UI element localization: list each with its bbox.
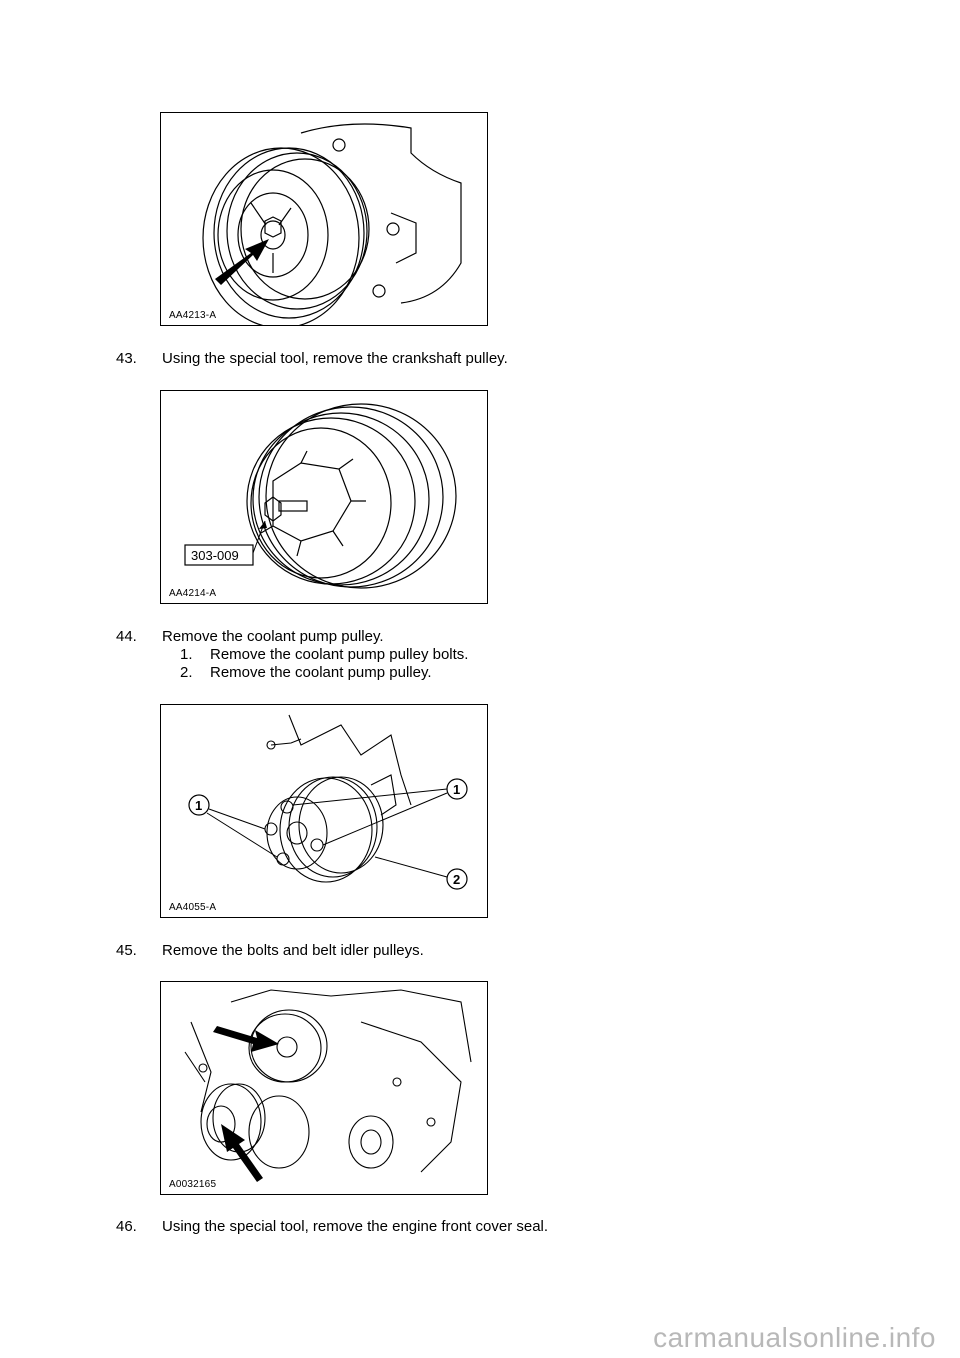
step-45: 45. Remove the bolts and belt idler pulle…: [116, 942, 424, 960]
step-44: 44. Remove the coolant pump pulley.: [116, 628, 384, 646]
crankshaft-pulley-illustration: [202, 123, 462, 325]
figure-idler-pulleys: A0032165: [160, 981, 488, 1195]
pointer-arrow-icon: [215, 239, 269, 285]
substep-text: Remove the coolant pump pulley.: [210, 664, 432, 681]
substep-number: 1.: [180, 646, 193, 663]
tool-label: 303-009: [191, 548, 239, 563]
step-text: Using the special tool, remove the engin…: [162, 1218, 549, 1235]
callout-label: 1: [195, 798, 202, 813]
step-46: 46. Using the special tool, remove the en…: [116, 1218, 548, 1236]
callout-1-left: 1: [188, 794, 278, 858]
step-text: Remove the coolant pump pulley.: [162, 628, 384, 645]
substep-text: Remove the coolant pump pulley bolts.: [210, 646, 469, 663]
figure-code: AA4055-A: [169, 902, 217, 913]
substep-1: 1. Remove the coolant pump pulley bolts.: [180, 646, 468, 664]
figure-code: AA4214-A: [169, 588, 217, 599]
figure-coolant-pump-pulley: 1 1 2 AA4055-A: [160, 704, 488, 918]
step-number: 46.: [116, 1218, 137, 1235]
figure-code: AA4213-A: [169, 310, 217, 321]
pointer-arrow-icon: [213, 1026, 279, 1052]
step-number: 43.: [116, 350, 137, 367]
leader-arrowhead-icon: [259, 521, 267, 529]
step-text: Remove the bolts and belt idler pulleys.: [162, 942, 424, 959]
callout-label: 1: [453, 782, 460, 797]
callout-1-right: 1: [292, 778, 468, 846]
pointer-arrow-icon: [221, 1124, 263, 1182]
pulley-remover-illustration: 303-009: [184, 403, 457, 589]
coolant-pump-illustration: 1 1 2: [188, 714, 468, 890]
callout-2: 2: [374, 856, 468, 890]
figure-code: A0032165: [169, 1179, 217, 1190]
substep-number: 2.: [180, 664, 193, 681]
step-number: 44.: [116, 628, 137, 645]
step-text: Using the special tool, remove the crank…: [162, 350, 508, 367]
substep-2: 2. Remove the coolant pump pulley.: [180, 664, 432, 682]
step-43: 43. Using the special tool, remove the cr…: [116, 350, 508, 368]
step-number: 45.: [116, 942, 137, 959]
watermark: carmanualsonline.info: [653, 1322, 936, 1353]
figure-special-tool-pulley: 303-009 AA4214-A: [160, 390, 488, 604]
tool-label-box: [184, 544, 254, 566]
callout-label: 2: [453, 872, 460, 887]
figure-crankshaft-pulley-bolt: AA4213-A: [160, 112, 488, 326]
idler-pulleys-illustration: [184, 989, 472, 1182]
